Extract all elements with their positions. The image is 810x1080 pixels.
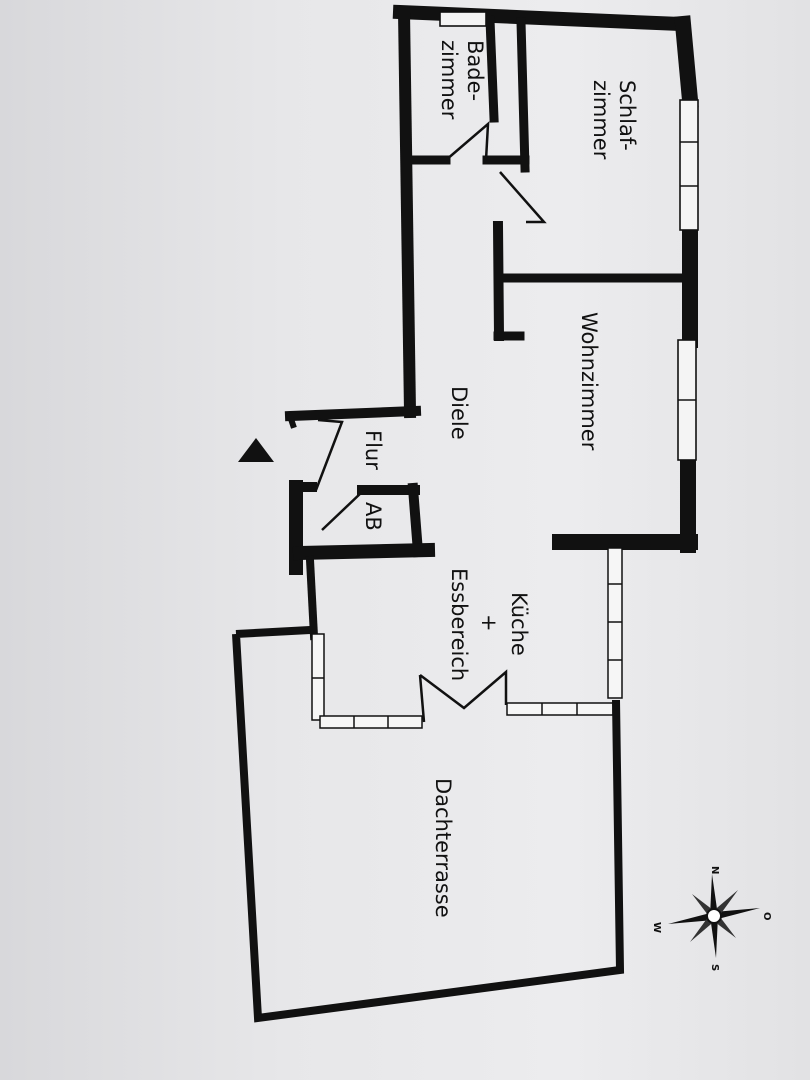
wall-bed-left xyxy=(516,17,530,173)
compass-rose-icon: N S W O xyxy=(651,866,772,971)
doors xyxy=(314,121,547,723)
compass-o-label: O xyxy=(761,912,772,921)
wall-bath-right xyxy=(485,15,499,123)
label-badezimmer-line1: Bade- xyxy=(463,40,487,101)
wall-ab-bottom xyxy=(292,542,436,561)
glazing-left xyxy=(311,633,325,721)
entrance-arrow-icon xyxy=(238,438,274,462)
label-ab: AB xyxy=(361,502,385,531)
label-schlafzimmer-line1: Schlaf- xyxy=(615,80,639,151)
label-kueche: Küche + Essbereich xyxy=(447,568,531,681)
room-labels: Schlaf- zimmer Bade- zimmer Wohnzimmer D… xyxy=(361,40,639,918)
kitchen-glazing xyxy=(311,547,623,729)
label-kueche-line2: + xyxy=(477,614,501,632)
wall-entry-top xyxy=(284,405,422,422)
glazing-right xyxy=(607,547,623,699)
compass-n-label: N xyxy=(709,866,720,874)
windows xyxy=(439,11,699,461)
label-wohnzimmer: Wohnzimmer xyxy=(577,312,601,451)
label-diele: Diele xyxy=(447,386,471,440)
door-bath xyxy=(445,121,490,161)
label-schlafzimmer-line2: zimmer xyxy=(589,80,613,160)
door-entrance xyxy=(314,418,344,491)
label-badezimmer-line2: zimmer xyxy=(437,40,461,120)
wall-entry-stub xyxy=(286,412,297,429)
terrace-outline xyxy=(232,626,625,1023)
compass-s-label: S xyxy=(709,964,720,971)
wall-left-upper xyxy=(397,5,417,419)
glazing-bottom-left xyxy=(319,715,423,729)
door-terrace xyxy=(419,669,508,710)
window-bath xyxy=(439,11,487,27)
compass-w-label: W xyxy=(651,922,662,933)
door-terrace-left xyxy=(418,674,426,723)
door-bedroom xyxy=(499,171,547,224)
wall-right-1 xyxy=(674,15,699,109)
wall-ab-right xyxy=(407,482,424,558)
door-ab xyxy=(321,490,372,531)
glazing-bottom-right xyxy=(506,702,614,716)
label-schlafzimmer: Schlaf- zimmer xyxy=(589,80,639,160)
label-flur: Flur xyxy=(361,430,385,470)
label-dachterrasse: Dachterrasse xyxy=(431,778,455,918)
wall-kitchen-left xyxy=(305,555,319,641)
label-badezimmer: Bade- zimmer xyxy=(437,40,487,120)
label-kueche-line1: Küche xyxy=(507,592,531,656)
label-kueche-line3: Essbereich xyxy=(447,568,471,681)
apartment-walls xyxy=(284,4,699,641)
window-bedroom xyxy=(679,99,699,231)
